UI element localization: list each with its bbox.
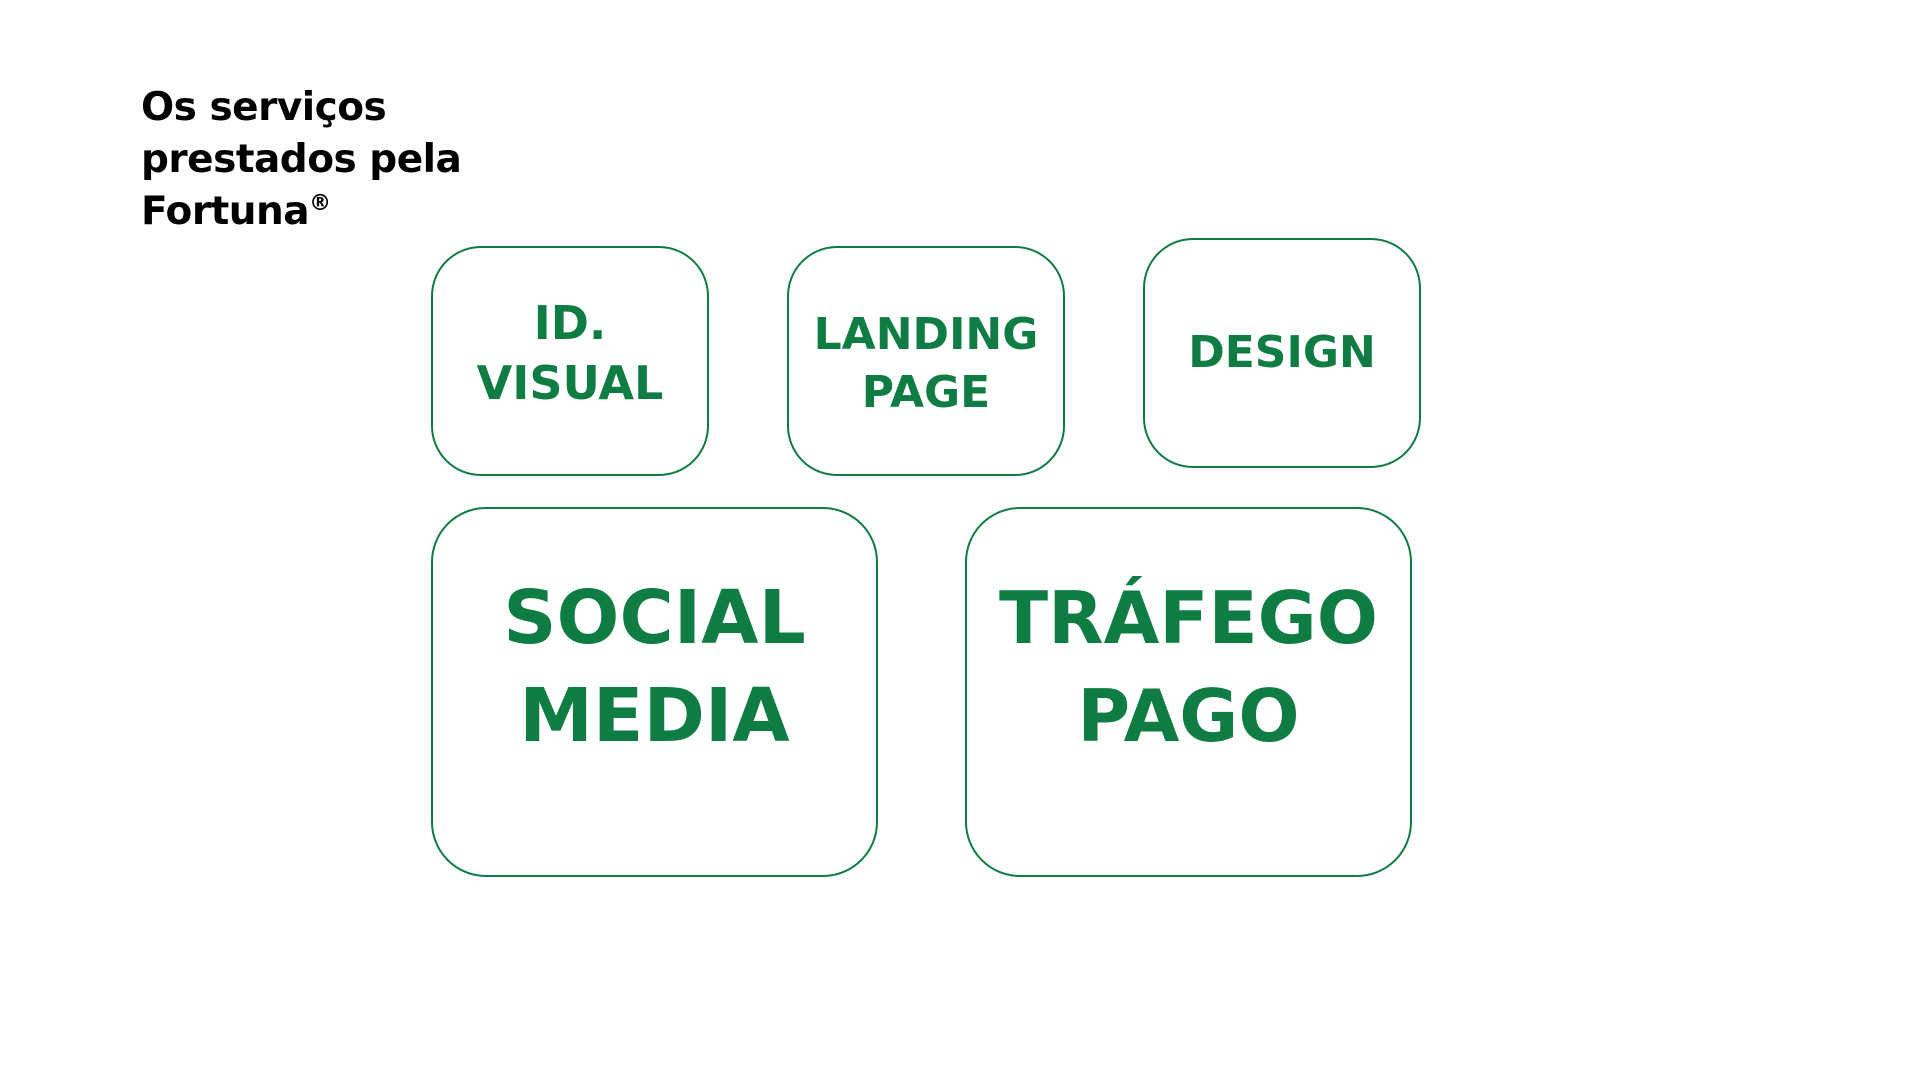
brand-name: Fortuna	[141, 189, 310, 234]
service-label-line-1: ID.	[533, 296, 607, 350]
service-card-landing-page: LANDING PAGE	[787, 246, 1065, 476]
registered-mark: ®	[309, 191, 331, 216]
service-label-line-2: VISUAL	[476, 356, 664, 410]
service-label-line-2: MEDIA	[519, 673, 790, 759]
service-label-line-2: PAGE	[861, 367, 991, 418]
service-label-line-2: PAGO	[1077, 674, 1300, 758]
page-title-line-1: Os serviços	[141, 85, 387, 130]
service-card-design: DESIGN	[1143, 238, 1421, 468]
page-title-line-3: Fortuna®	[141, 186, 561, 238]
service-label-line-1: DESIGN	[1188, 327, 1376, 378]
service-card-trafego-pago: TRÁFEGO PAGO	[965, 507, 1412, 877]
service-card-social-media: SOCIAL MEDIA	[431, 507, 878, 877]
service-label-line-1: LANDING	[813, 309, 1039, 360]
page-title: Os serviços prestados pela Fortuna®	[141, 82, 561, 238]
service-card-id-visual: ID. VISUAL	[431, 246, 709, 476]
service-label-line-1: TRÁFEGO	[999, 576, 1378, 660]
page-title-line-2: prestados pela	[141, 137, 462, 182]
service-label-line-1: SOCIAL	[503, 575, 806, 661]
